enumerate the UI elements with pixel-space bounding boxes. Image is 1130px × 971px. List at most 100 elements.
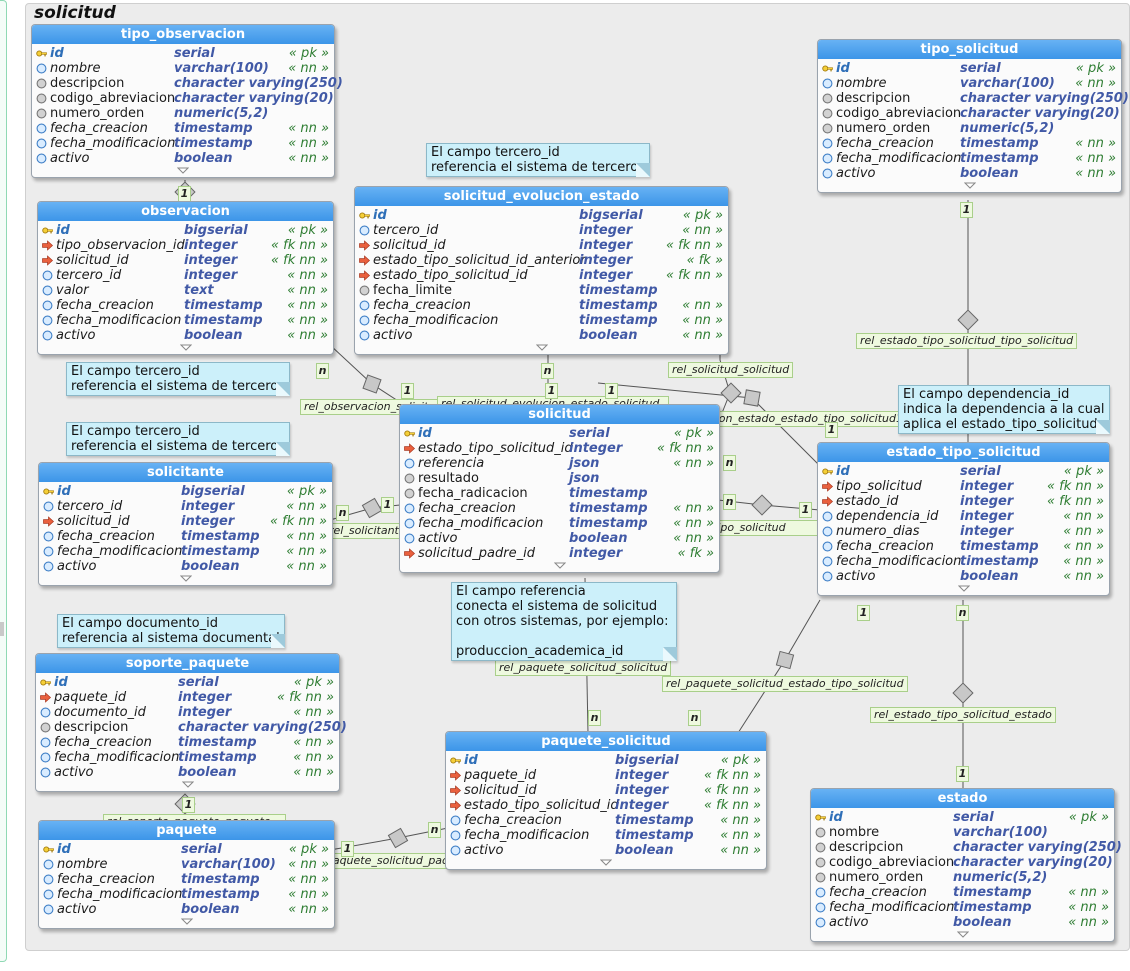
table-header[interactable]: paquete_solicitud xyxy=(446,732,766,751)
rel-paquete-solicitud-solicitud[interactable]: rel_paquete_solicitud_solicitud xyxy=(495,660,672,676)
rel-solicitante-solicitud[interactable]: rel_solicitante_solicitud xyxy=(325,523,408,539)
table-header[interactable]: solicitud xyxy=(400,405,719,424)
table-header[interactable]: tipo_observacion xyxy=(32,25,334,44)
expand-toggle[interactable] xyxy=(39,574,332,585)
expand-toggle[interactable] xyxy=(400,561,719,572)
rel-solicitud-estado-tipo-solicitud[interactable]: rel_solicitud_estado_tipo_solicitud xyxy=(717,520,827,536)
rel-estado-tipo-solicitud-tipo-solicitud[interactable]: rel_estado_tipo_solicitud_tipo_solicitud xyxy=(856,333,1078,349)
rel-estado-tipo-solicitud-estado[interactable]: rel_estado_tipo_solicitud_estado xyxy=(870,707,1056,723)
note-referencia[interactable]: El campo referencia conecta el sistema d… xyxy=(451,582,677,661)
expand-toggle[interactable] xyxy=(355,343,728,354)
expand-toggle[interactable] xyxy=(36,780,339,791)
table-header[interactable]: paquete xyxy=(39,821,334,840)
note-tercero-observacion[interactable]: El campo tercero_id referencia el sistem… xyxy=(66,362,291,396)
note-tercero-solicitante[interactable]: El campo tercero_id referencia el sistem… xyxy=(66,422,291,456)
expand-toggle[interactable] xyxy=(446,858,766,869)
left-panel-splitter[interactable] xyxy=(0,622,4,636)
expand-toggle[interactable] xyxy=(32,166,334,177)
rel-paquete-solicitud-paquete[interactable]: rel_paquete_solicitud_paquete xyxy=(330,853,456,869)
table-header[interactable]: estado_tipo_solicitud xyxy=(818,443,1109,462)
rel-solicitud-evolucion-estado-estado-tipo-solicitud1[interactable]: rel_solicitud_evolucion_estado_estado_ti… xyxy=(717,411,907,427)
note-documento[interactable]: El campo documento_id referencia al sist… xyxy=(57,614,285,648)
table-header[interactable]: solicitud_evolucion_estado xyxy=(355,187,728,206)
expand-toggle[interactable] xyxy=(811,930,1114,941)
expand-toggle[interactable] xyxy=(818,584,1109,595)
